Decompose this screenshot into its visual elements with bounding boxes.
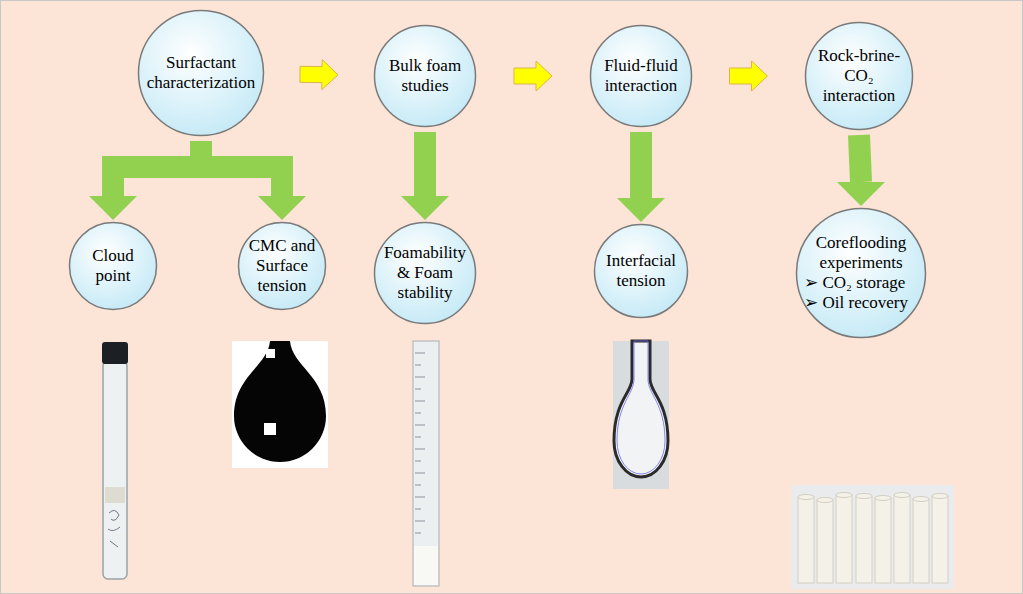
graduated-cylinder-photo	[413, 341, 439, 586]
arrow-shaft	[630, 132, 652, 198]
block-arrow	[730, 61, 768, 91]
arrow-connector	[617, 132, 665, 222]
arrow-shaft	[859, 135, 861, 182]
arrow-head	[89, 196, 137, 220]
arrow-connector	[401, 132, 449, 220]
text-block: Interfacial tension	[600, 251, 683, 291]
arrow-head	[837, 182, 885, 206]
node-label: Foamability & Foam stability	[380, 243, 469, 303]
core-samples-photo	[791, 485, 954, 589]
circle-node: Foamability & Foam stability	[373, 221, 477, 325]
text-block: Rock-brine-CO₂ interaction	[812, 46, 907, 106]
block-arrow	[514, 61, 552, 91]
arrow-connector	[730, 61, 768, 91]
block-arrow	[300, 60, 338, 90]
arrow-head	[617, 198, 665, 222]
node-label: Cloud point	[74, 246, 151, 286]
text-block: Coreflooding experiments➢ CO₂ storage➢ O…	[804, 233, 918, 313]
node-label: Surfactant characterization	[146, 53, 256, 93]
arrow-connector	[89, 141, 201, 220]
arrow-head	[258, 196, 306, 220]
text-block: Surfactant characterization	[146, 53, 256, 93]
pendant-drop-photo	[232, 341, 328, 468]
bullet-item: ➢ Oil recovery	[804, 293, 918, 313]
text-block: Cloud point	[74, 246, 151, 286]
circle-node: Coreflooding experiments➢ CO₂ storage➢ O…	[795, 207, 927, 339]
circle-node: Interfacial tension	[593, 223, 689, 319]
arrow-head	[401, 196, 449, 220]
text-block: CMC and Surface tension	[243, 236, 320, 296]
text-block: Fluid-fluid interaction	[596, 56, 685, 96]
arrow-connector	[201, 141, 306, 220]
arrow-connector	[300, 60, 338, 90]
text-block: Foamability & Foam stability	[380, 243, 469, 303]
node-label: Fluid-fluid interaction	[596, 56, 685, 96]
circle-node: Cloud point	[68, 221, 158, 311]
arrow-connector	[514, 61, 552, 91]
interfacial-drop-photo	[613, 341, 669, 489]
arrow-shaft	[113, 141, 201, 196]
node-label: Interfacial tension	[600, 251, 683, 291]
arrow-connector	[837, 135, 885, 206]
vial-photo	[102, 342, 128, 579]
node-label: Coreflooding experiments	[804, 233, 918, 273]
circle-node: Bulk foam studies	[373, 24, 477, 128]
circle-node: Rock-brine-CO₂ interaction	[804, 21, 914, 131]
circle-node: CMC and Surface tension	[237, 221, 327, 311]
arrow-shaft	[414, 132, 436, 196]
node-label: Rock-brine-CO₂ interaction	[812, 46, 907, 106]
node-label: CMC and Surface tension	[243, 236, 320, 296]
text-block: Bulk foam studies	[380, 56, 469, 96]
bullet-item: ➢ CO₂ storage	[804, 273, 918, 293]
circle-node: Fluid-fluid interaction	[589, 24, 693, 128]
circle-node: Surfactant characterization	[137, 9, 265, 137]
arrow-shaft	[201, 141, 282, 196]
node-label: Bulk foam studies	[380, 56, 469, 96]
